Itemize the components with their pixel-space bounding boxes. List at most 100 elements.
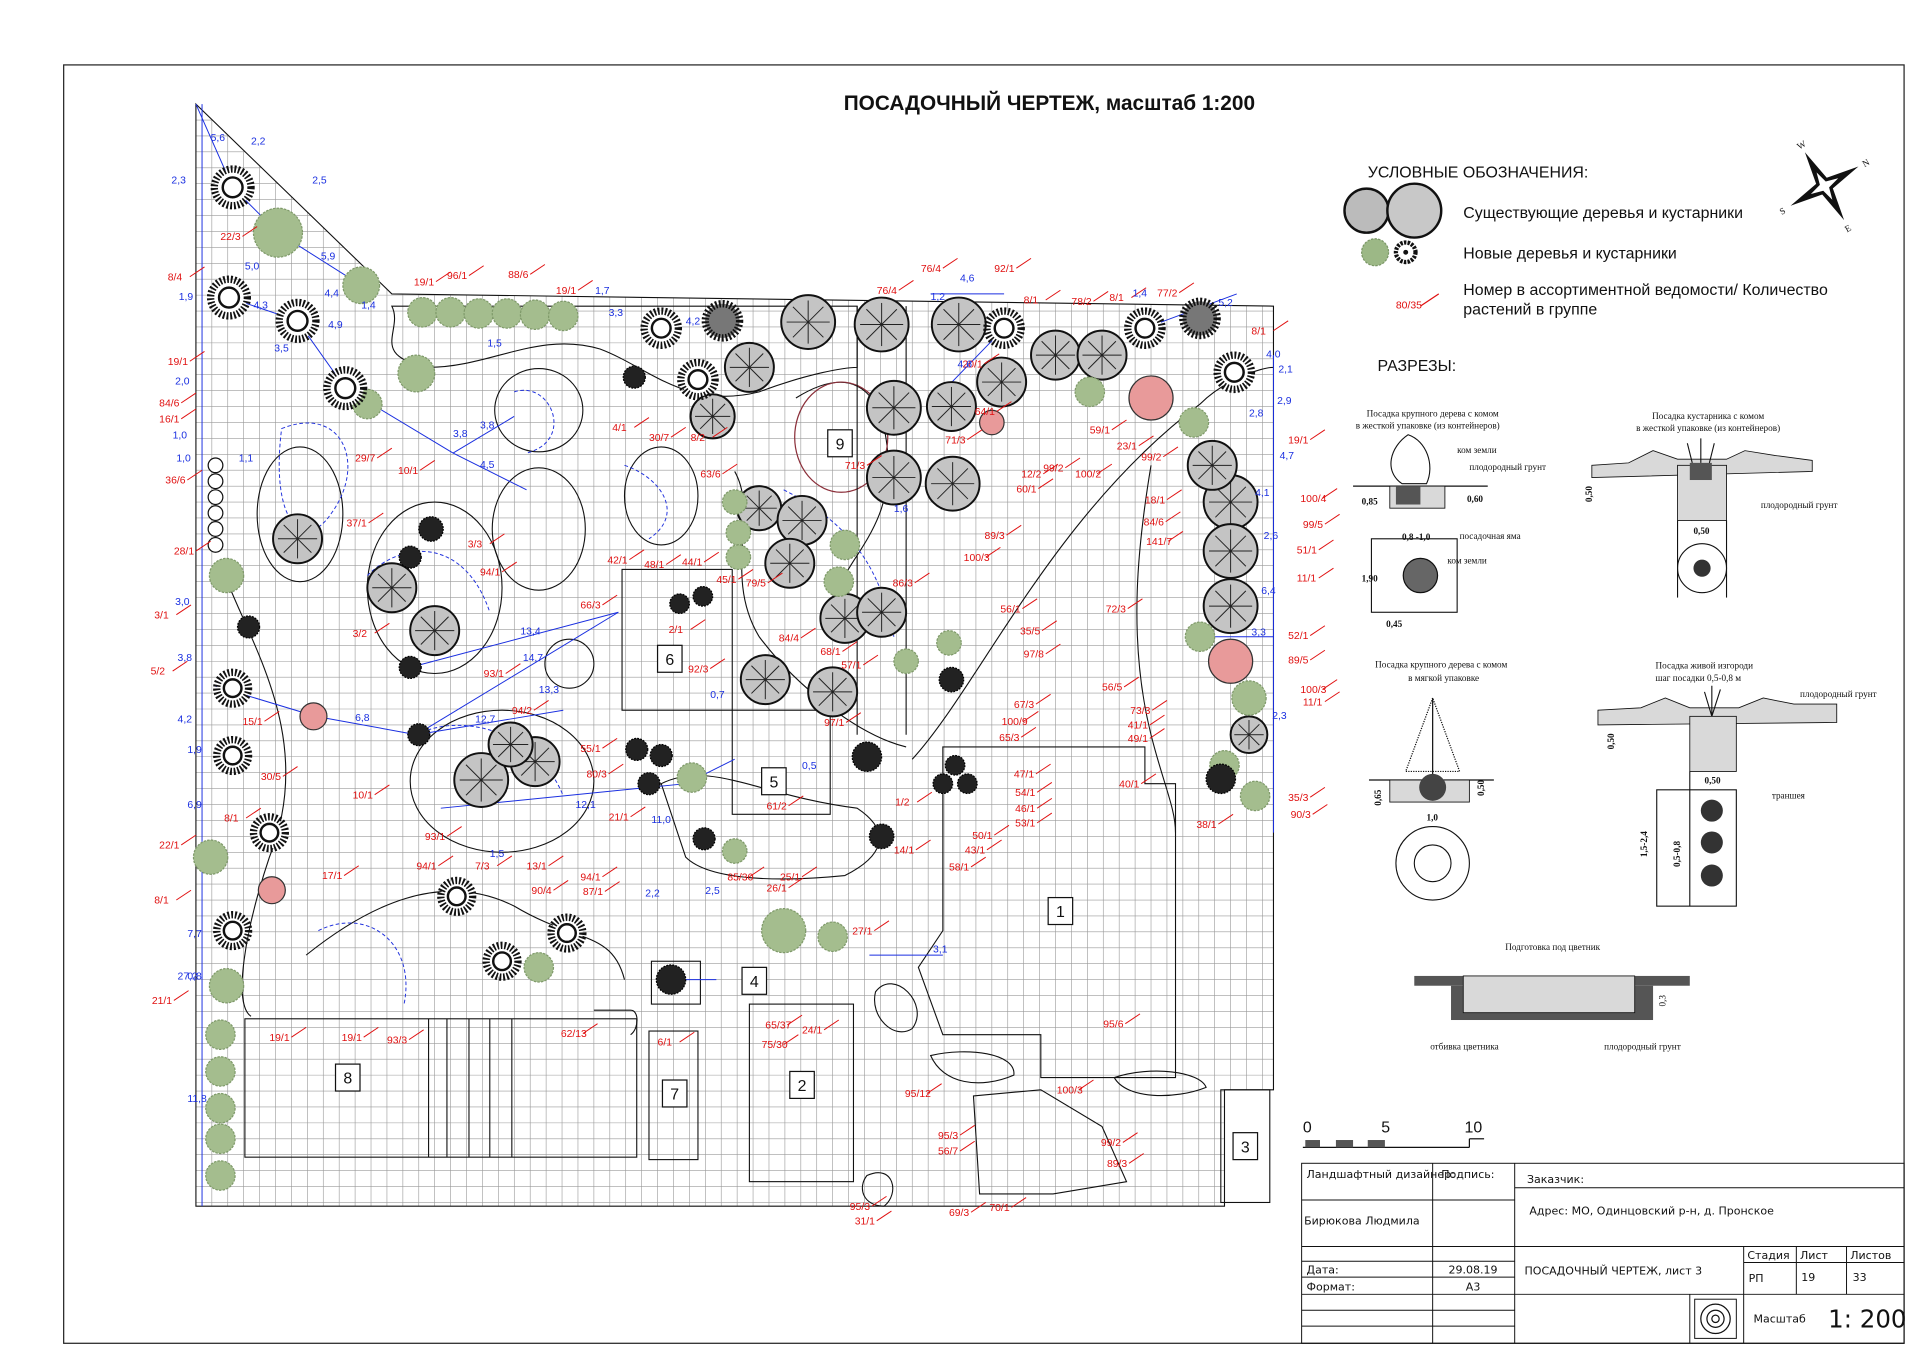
- existing-tree-icon: [865, 379, 922, 436]
- dimension-label: 7,7: [187, 929, 202, 940]
- plant-label: 30/5: [261, 772, 281, 783]
- dimension-label: 1,0: [173, 430, 188, 441]
- address: Адрес: МО, Одинцовский р-н, д. Пронское: [1529, 1205, 1774, 1218]
- dimension-label: 1,7: [595, 286, 610, 297]
- sheets-label: Листов: [1850, 1249, 1891, 1262]
- format-label: Формат:: [1307, 1281, 1355, 1294]
- scale-value: 1: 200: [1828, 1304, 1906, 1333]
- sheet-label: Лист: [1800, 1249, 1828, 1262]
- sheet-frame: [63, 64, 1905, 1344]
- zone-number: 2: [798, 1078, 807, 1095]
- plant-label: 1/2: [895, 798, 910, 809]
- dimension-label: 13,3: [539, 685, 559, 696]
- plant-label: 8/4: [168, 272, 183, 283]
- plant-label: 18/1: [1145, 495, 1165, 506]
- dimension-label: 3,3: [609, 308, 624, 319]
- svg-text:в жесткой упаковке (из контейн: в жесткой упаковке (из контейнеров): [1636, 423, 1780, 433]
- plant-label: 24/1: [802, 1025, 822, 1036]
- zone-marker: 6: [656, 644, 683, 673]
- plant-label: 10/1: [398, 466, 418, 477]
- plant-label: 100/3: [1057, 1085, 1083, 1096]
- plant-label: 8/1: [154, 896, 169, 907]
- plant-label: 79/5: [746, 579, 766, 590]
- plant-label: 94/2: [512, 706, 532, 717]
- small-shrub-icon: [692, 827, 716, 851]
- plant-label: 95/3: [850, 1202, 870, 1213]
- plant-label: 14/1: [894, 845, 914, 856]
- svg-text:1,0: 1,0: [1427, 812, 1439, 822]
- plant-label: 48/1: [644, 560, 664, 571]
- dimension-label: 5,2: [1218, 298, 1233, 309]
- svg-text:в мягкой упаковке: в мягкой упаковке: [1408, 673, 1479, 683]
- new-tree-icon: [1361, 238, 1418, 267]
- svg-text:E: E: [1843, 223, 1853, 235]
- plant-label: 28/1: [174, 547, 194, 558]
- shrub-icon: [829, 529, 861, 561]
- plant-label: 54/1: [1015, 788, 1035, 799]
- plant-label: 76/4: [877, 286, 897, 297]
- plant-label: 44/1: [682, 558, 702, 569]
- plant-label: 94/1: [416, 861, 436, 872]
- plant-label: 15/1: [242, 717, 262, 728]
- shrub-icon: [435, 296, 466, 328]
- hedge-plant-icon: [207, 489, 224, 506]
- plant-label: 75/30: [762, 1040, 788, 1051]
- stage-value: РП: [1749, 1272, 1764, 1285]
- dimension-label: 3,8: [480, 421, 495, 432]
- shrub-icon: [936, 630, 962, 656]
- plant-label: 89/3: [984, 531, 1004, 542]
- dimension-label: 2,0: [175, 377, 190, 388]
- shrub-icon: [397, 354, 436, 393]
- dimension-label: 2,5: [312, 176, 327, 187]
- existing-tree-icon: [930, 296, 987, 353]
- plant-label: 84/4: [779, 634, 799, 645]
- plant-label: 31/1: [855, 1217, 875, 1228]
- plant-label: 19/1: [556, 286, 576, 297]
- existing-tree-icon: [776, 494, 828, 546]
- zone-number: 6: [665, 652, 674, 669]
- plant-label: 66/3: [580, 601, 600, 612]
- zone-number: 4: [750, 974, 759, 991]
- shrub-icon: [205, 1123, 236, 1155]
- dimension-label: 0,7: [710, 690, 725, 701]
- dimension-label: 14,7: [523, 653, 543, 664]
- svg-text:в жесткой упаковке (из контейн: в жесткой упаковке (из контейнеров): [1356, 421, 1500, 431]
- plant-label: 38/1: [1196, 820, 1216, 831]
- small-shrub-icon: [932, 773, 954, 795]
- dimension-label: 5,9: [321, 252, 336, 263]
- flowering-shrub-icon: [1128, 375, 1174, 421]
- section-large-tree-container: Посадка крупного дерева с комом в жестко…: [1353, 408, 1546, 629]
- svg-text:0,50: 0,50: [1584, 486, 1594, 502]
- small-shrub-icon: [637, 772, 661, 796]
- plant-label: 8/1: [224, 814, 239, 825]
- plant-label: 97/8: [1024, 650, 1044, 661]
- plant-label: 99/2: [1043, 463, 1063, 474]
- plant-label: 56/7: [938, 1147, 958, 1158]
- plant-label: 93/1: [425, 832, 445, 843]
- conifer-icon: [1213, 351, 1256, 394]
- dimension-label: 3,5: [274, 343, 289, 354]
- dimension-label: 1,5: [490, 849, 505, 860]
- hedge-plant-icon: [207, 536, 224, 553]
- existing-tree-icon: [807, 666, 859, 718]
- shrub-icon: [519, 299, 551, 331]
- plant-label: 21/1: [152, 996, 172, 1007]
- dimension-label: 4,9: [328, 320, 343, 331]
- plant-label: 78/2: [1071, 297, 1091, 308]
- hedge-plant-icon: [207, 505, 224, 522]
- dimension-label: 1,4: [361, 301, 376, 312]
- section-large-tree-soft: Посадка крупного дерева с комом в мягкой…: [1368, 659, 1507, 901]
- plant-label: 100/4: [1300, 494, 1326, 505]
- svg-text:0,5-0,8: 0,5-0,8: [1672, 841, 1682, 867]
- plant-label: 49/1: [1128, 734, 1148, 745]
- existing-tree-icon: [924, 455, 981, 512]
- dimension-label: 1,9: [179, 292, 194, 303]
- dimension-label: 2,2: [251, 137, 266, 148]
- rose-logo-icon: [1694, 1298, 1737, 1339]
- plant-label: 29/7: [355, 454, 375, 465]
- existing-tree-icon: [272, 513, 324, 565]
- small-shrub-icon: [407, 723, 431, 747]
- existing-tree-icon: [723, 341, 775, 393]
